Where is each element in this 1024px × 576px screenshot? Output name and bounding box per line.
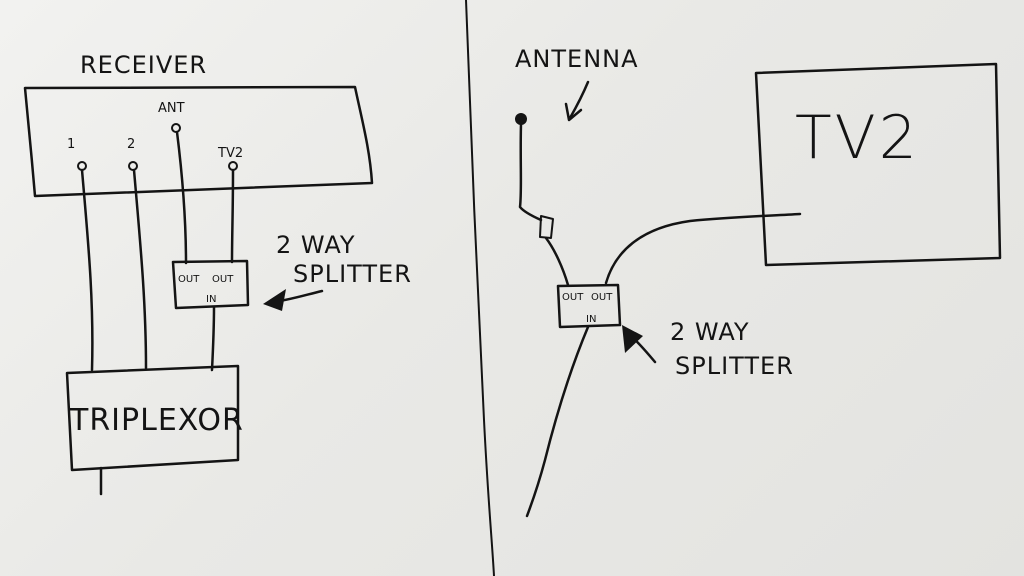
port-label-tv2: TV2 (217, 146, 243, 161)
left-splitter-box (171, 259, 250, 310)
port-label-ant: ANT (158, 101, 185, 116)
antenna-mast (518, 122, 543, 222)
left-splitter-in: IN (206, 294, 216, 305)
antenna-coupler (539, 215, 554, 239)
cable-splitter-to-triplexor (210, 305, 216, 372)
triplexor-label: TRIPLEXOR (69, 403, 244, 438)
port-label-2: 2 (127, 137, 135, 152)
antenna-tip (515, 113, 527, 125)
cable-port-tv2 (230, 168, 235, 264)
antenna-pointer-arrow (568, 80, 590, 120)
right-splitter-arrow-head (622, 325, 643, 353)
triplexor-box (65, 364, 240, 472)
cable-port-ant (175, 130, 188, 265)
left-splitter-label-line2: SPLITTER (293, 260, 412, 288)
right-splitter-in: IN (586, 314, 596, 325)
left-splitter-label-line1: 2 WAY (276, 231, 356, 259)
receiver-title: RECEIVER (80, 51, 207, 79)
right-splitter-out2: OUT (591, 292, 613, 303)
tv2-box (754, 62, 1002, 267)
left-splitter-out1: OUT (178, 274, 200, 285)
tv2-label: TV2 (795, 103, 920, 173)
port-label-1: 1 (67, 137, 75, 152)
antenna-pointer-arrow-head (564, 102, 583, 122)
right-splitter-out1: OUT (562, 292, 584, 303)
cable-antenna-to-splitter (544, 236, 570, 287)
cable-port-1 (80, 168, 94, 372)
left-splitter-out2: OUT (212, 274, 234, 285)
left-splitter-arrow-head (263, 289, 286, 311)
antenna-label: ANTENNA (515, 45, 639, 73)
right-splitter-label-line2: SPLITTER (675, 352, 794, 380)
right-splitter-box (556, 283, 622, 329)
cable-splitter-to-tv2 (604, 212, 802, 285)
cable-port-2 (132, 168, 148, 370)
right-splitter-label-line1: 2 WAY (670, 318, 750, 346)
page-divider (465, 0, 495, 576)
port-2-connector (128, 161, 138, 171)
receiver-box (23, 85, 374, 198)
port-ant-connector (171, 123, 181, 133)
cable-splitter-in-down (525, 325, 590, 518)
